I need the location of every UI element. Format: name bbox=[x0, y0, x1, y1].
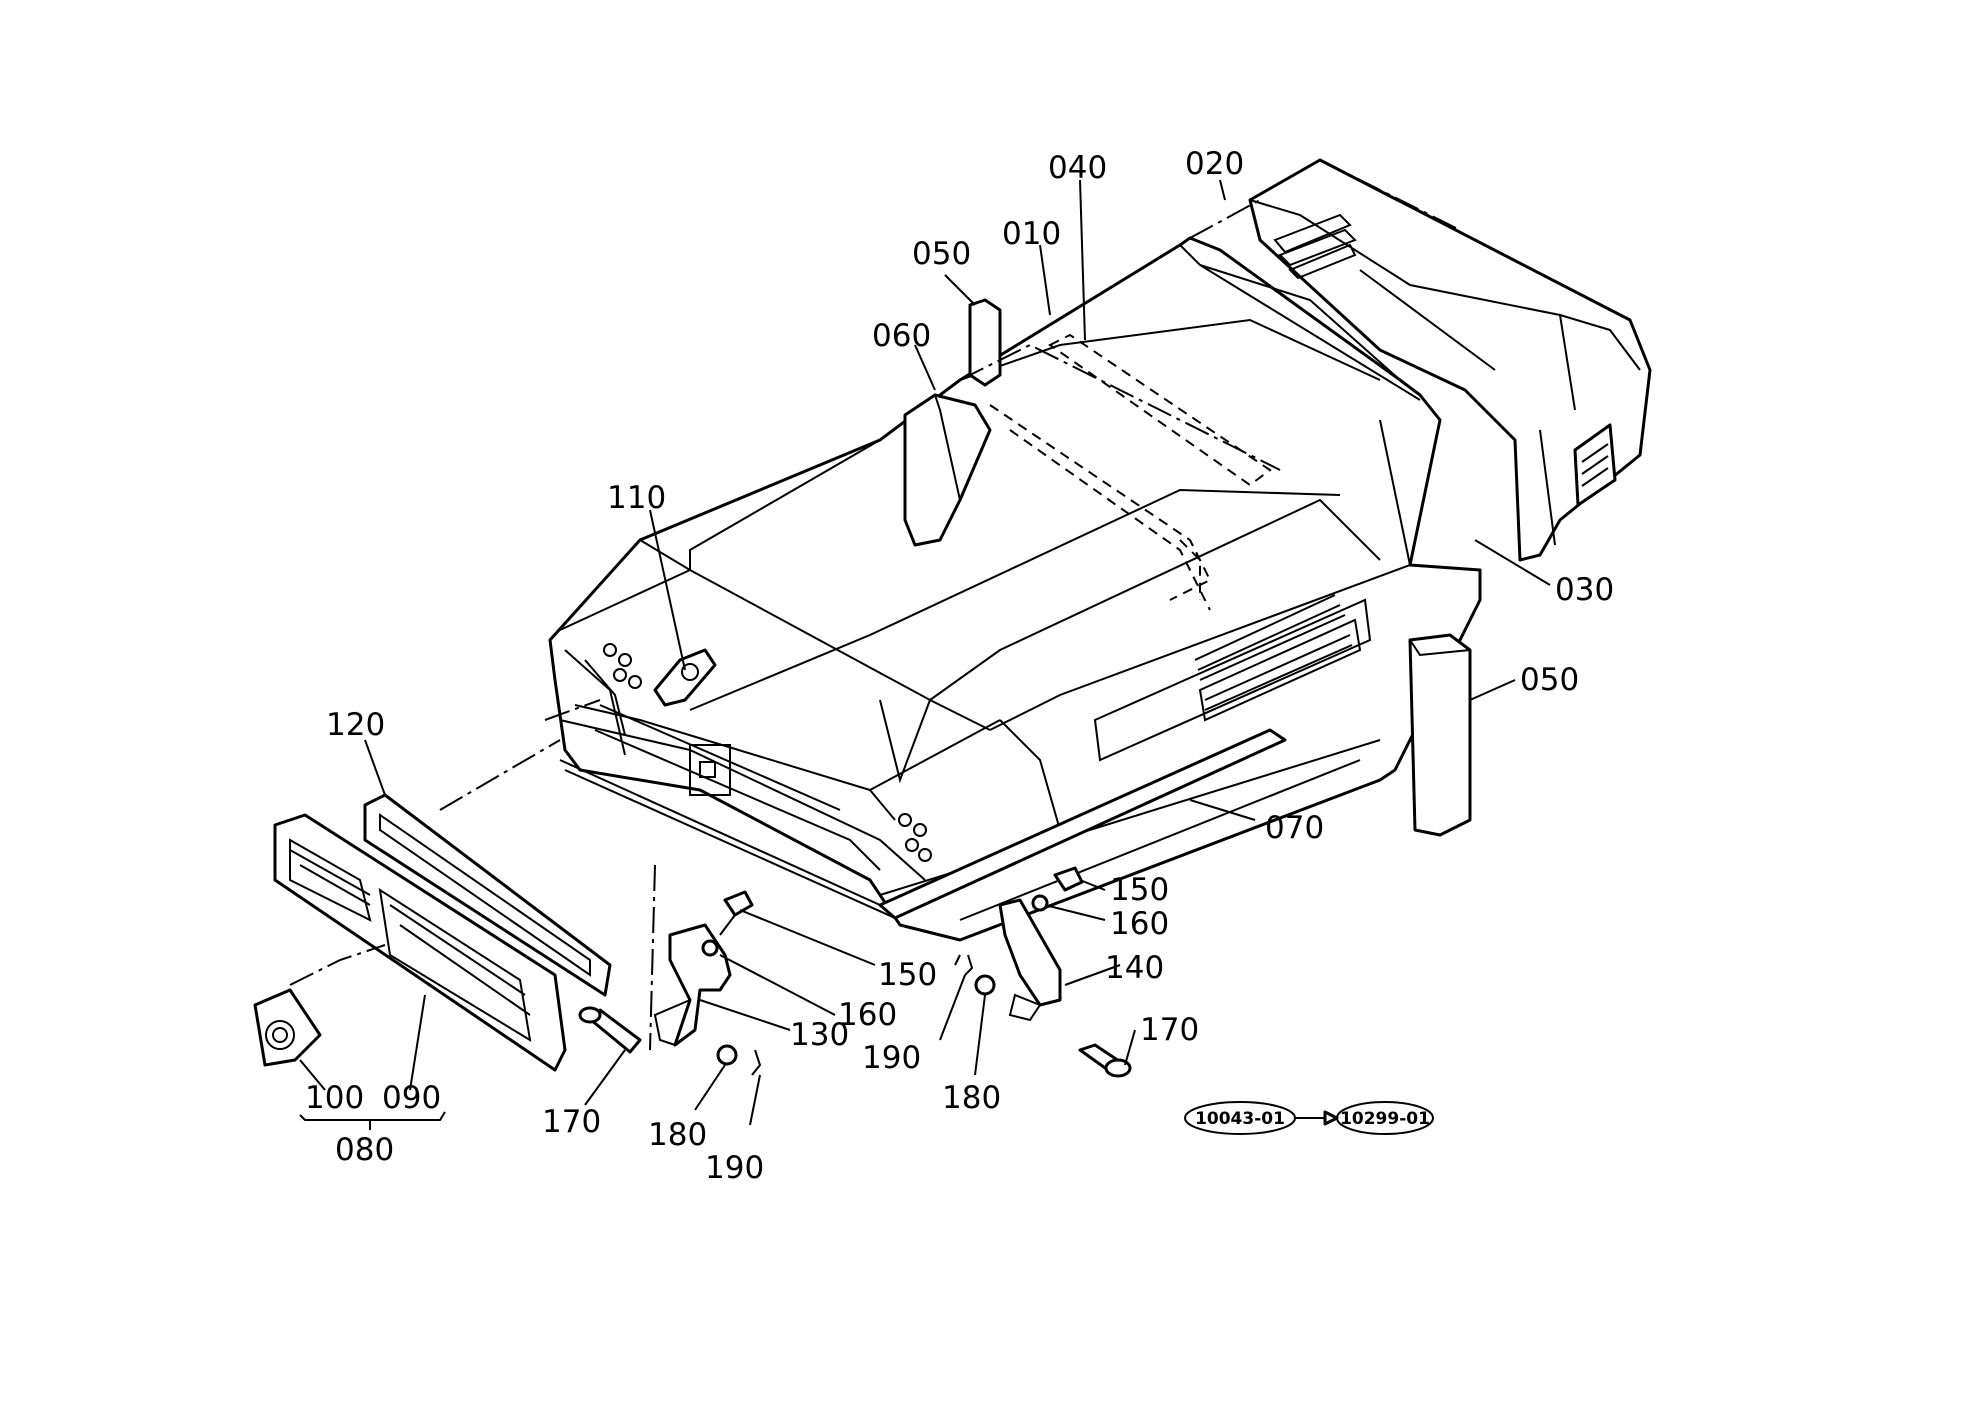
callout-050: 050 bbox=[912, 236, 971, 272]
callout-020: 020 bbox=[1185, 146, 1244, 182]
callout-120: 120 bbox=[326, 707, 385, 743]
callout-150: 150 bbox=[878, 957, 937, 993]
hood-emblem-holes bbox=[603, 643, 932, 862]
bolt-150-right bbox=[1053, 866, 1084, 892]
rear-vent-louver-upper bbox=[1273, 213, 1357, 280]
insulation-pad-hidden bbox=[989, 333, 1272, 611]
washer-180-left bbox=[716, 1044, 738, 1066]
callout-190: 190 bbox=[862, 1040, 921, 1076]
cotter-pin-190-left bbox=[751, 1049, 762, 1076]
front-grille-opening bbox=[564, 649, 881, 871]
pin-170-left bbox=[578, 1006, 642, 1054]
callout-150: 150 bbox=[1110, 872, 1169, 908]
callout-060: 060 bbox=[872, 318, 931, 354]
reference-from: 10043-01 bbox=[1184, 1101, 1296, 1135]
callout-160: 160 bbox=[838, 997, 897, 1033]
bottom-trim-strip bbox=[559, 728, 1287, 920]
pin-170-right bbox=[1078, 1043, 1132, 1078]
reference-to: 10299-01 bbox=[1336, 1101, 1434, 1135]
callout-180: 180 bbox=[942, 1080, 1001, 1116]
side-pad-050-lower bbox=[1408, 633, 1472, 837]
callout-050: 050 bbox=[1520, 662, 1579, 698]
badge-100 bbox=[253, 988, 322, 1067]
callout-070: 070 bbox=[1265, 810, 1324, 846]
callout-080: 080 bbox=[335, 1132, 394, 1168]
callout-090: 090 bbox=[382, 1080, 441, 1116]
callout-130: 130 bbox=[790, 1017, 849, 1053]
callout-100: 100 bbox=[305, 1080, 364, 1116]
reference-from-label: 10043-01 bbox=[1195, 1109, 1285, 1129]
callout-190: 190 bbox=[705, 1150, 764, 1186]
callout-170: 170 bbox=[1140, 1012, 1199, 1048]
bracket-130 bbox=[653, 923, 732, 1047]
rear-hood-cover bbox=[1248, 158, 1652, 562]
callout-040: 040 bbox=[1048, 150, 1107, 186]
washer-160-left bbox=[701, 939, 719, 957]
reference-to-label: 10299-01 bbox=[1340, 1109, 1430, 1129]
callout-180: 180 bbox=[648, 1117, 707, 1153]
group-bracket-080 bbox=[299, 1111, 446, 1130]
callout-110: 110 bbox=[607, 480, 666, 516]
callout-140: 140 bbox=[1105, 950, 1164, 986]
rear-vent-louver-side bbox=[1573, 423, 1617, 507]
leader-lines bbox=[299, 179, 1551, 1126]
bolt-150-left bbox=[719, 890, 754, 936]
washer-180-right bbox=[974, 974, 996, 996]
callout-170: 170 bbox=[542, 1104, 601, 1140]
callout-labels: 040 020 050 010 060 110 030 050 120 070 … bbox=[305, 146, 1614, 1186]
cotter-pin-190-right bbox=[964, 954, 974, 976]
front-grille-090 bbox=[273, 813, 567, 1072]
callout-160: 160 bbox=[1110, 906, 1169, 942]
grille-frame-120 bbox=[363, 793, 612, 997]
bracket-140 bbox=[998, 898, 1062, 1022]
main-hood bbox=[548, 236, 1482, 942]
side-vent-grille bbox=[1194, 594, 1362, 722]
center-hood-crease bbox=[689, 318, 1381, 711]
callout-010: 010 bbox=[1002, 216, 1061, 252]
callout-030: 030 bbox=[1555, 572, 1614, 608]
washer-160-right bbox=[1031, 894, 1049, 912]
